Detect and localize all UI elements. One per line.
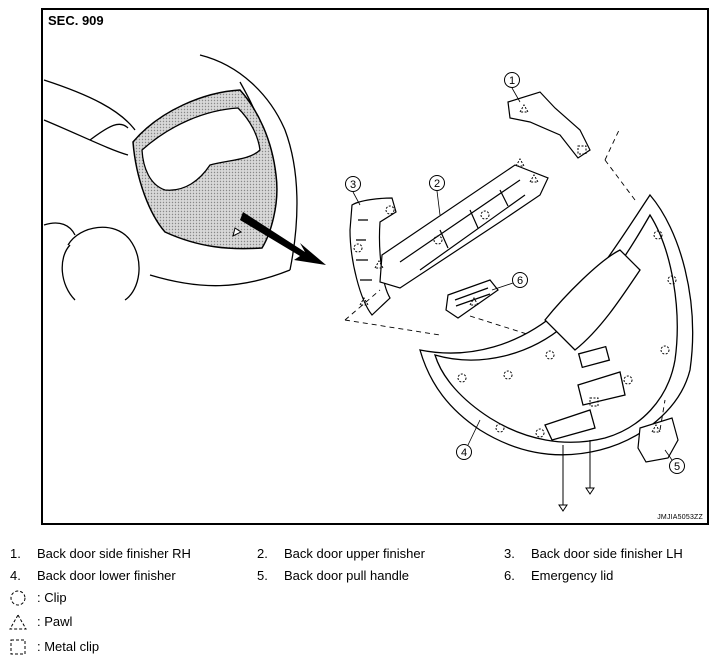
image-code: JMJIA5053ZZ: [657, 514, 703, 521]
callout-2: 2: [429, 175, 445, 216]
upper-finisher: [379, 164, 549, 289]
callout-3: 3: [345, 176, 361, 206]
callout-6: 6: [491, 272, 528, 291]
vehicle-outline: [43, 54, 298, 301]
svg-text:6: 6: [517, 275, 523, 287]
metal-clip-icon: [10, 639, 26, 655]
back-door-glass-opening: [141, 107, 261, 191]
direction-arrow: [240, 212, 326, 265]
fastener-markers: [353, 103, 677, 438]
lower-finisher: [419, 193, 694, 456]
exploded-view-drawing: 1 2 3 4 5 6: [43, 54, 694, 512]
clip-icon: [10, 590, 26, 606]
pull-handle: [637, 417, 679, 463]
svg-text:3: 3: [350, 179, 356, 191]
callout-4: 4: [456, 419, 481, 460]
metal-clip-legend-label: : Metal clip: [37, 639, 100, 654]
emergency-lid: [445, 279, 499, 319]
svg-text:4: 4: [461, 447, 467, 459]
pawl-legend-label: : Pawl: [37, 614, 73, 629]
pawl-icon: [9, 613, 27, 630]
screws: [558, 440, 595, 512]
callouts: 1 2 3 4 5 6: [345, 72, 685, 474]
svg-text:5: 5: [674, 461, 680, 473]
svg-text:2: 2: [434, 178, 440, 190]
clip-legend-label: : Clip: [37, 590, 67, 605]
svg-text:1: 1: [509, 75, 515, 87]
alignment-lines: [344, 127, 666, 431]
section-label: SEC. 909: [48, 13, 104, 28]
callout-1: 1: [504, 72, 521, 103]
callout-5: 5: [664, 449, 685, 474]
